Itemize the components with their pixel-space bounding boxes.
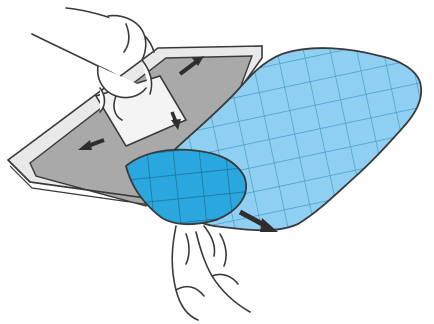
lower-hand-icon (172, 226, 250, 320)
film-corner (126, 150, 246, 225)
